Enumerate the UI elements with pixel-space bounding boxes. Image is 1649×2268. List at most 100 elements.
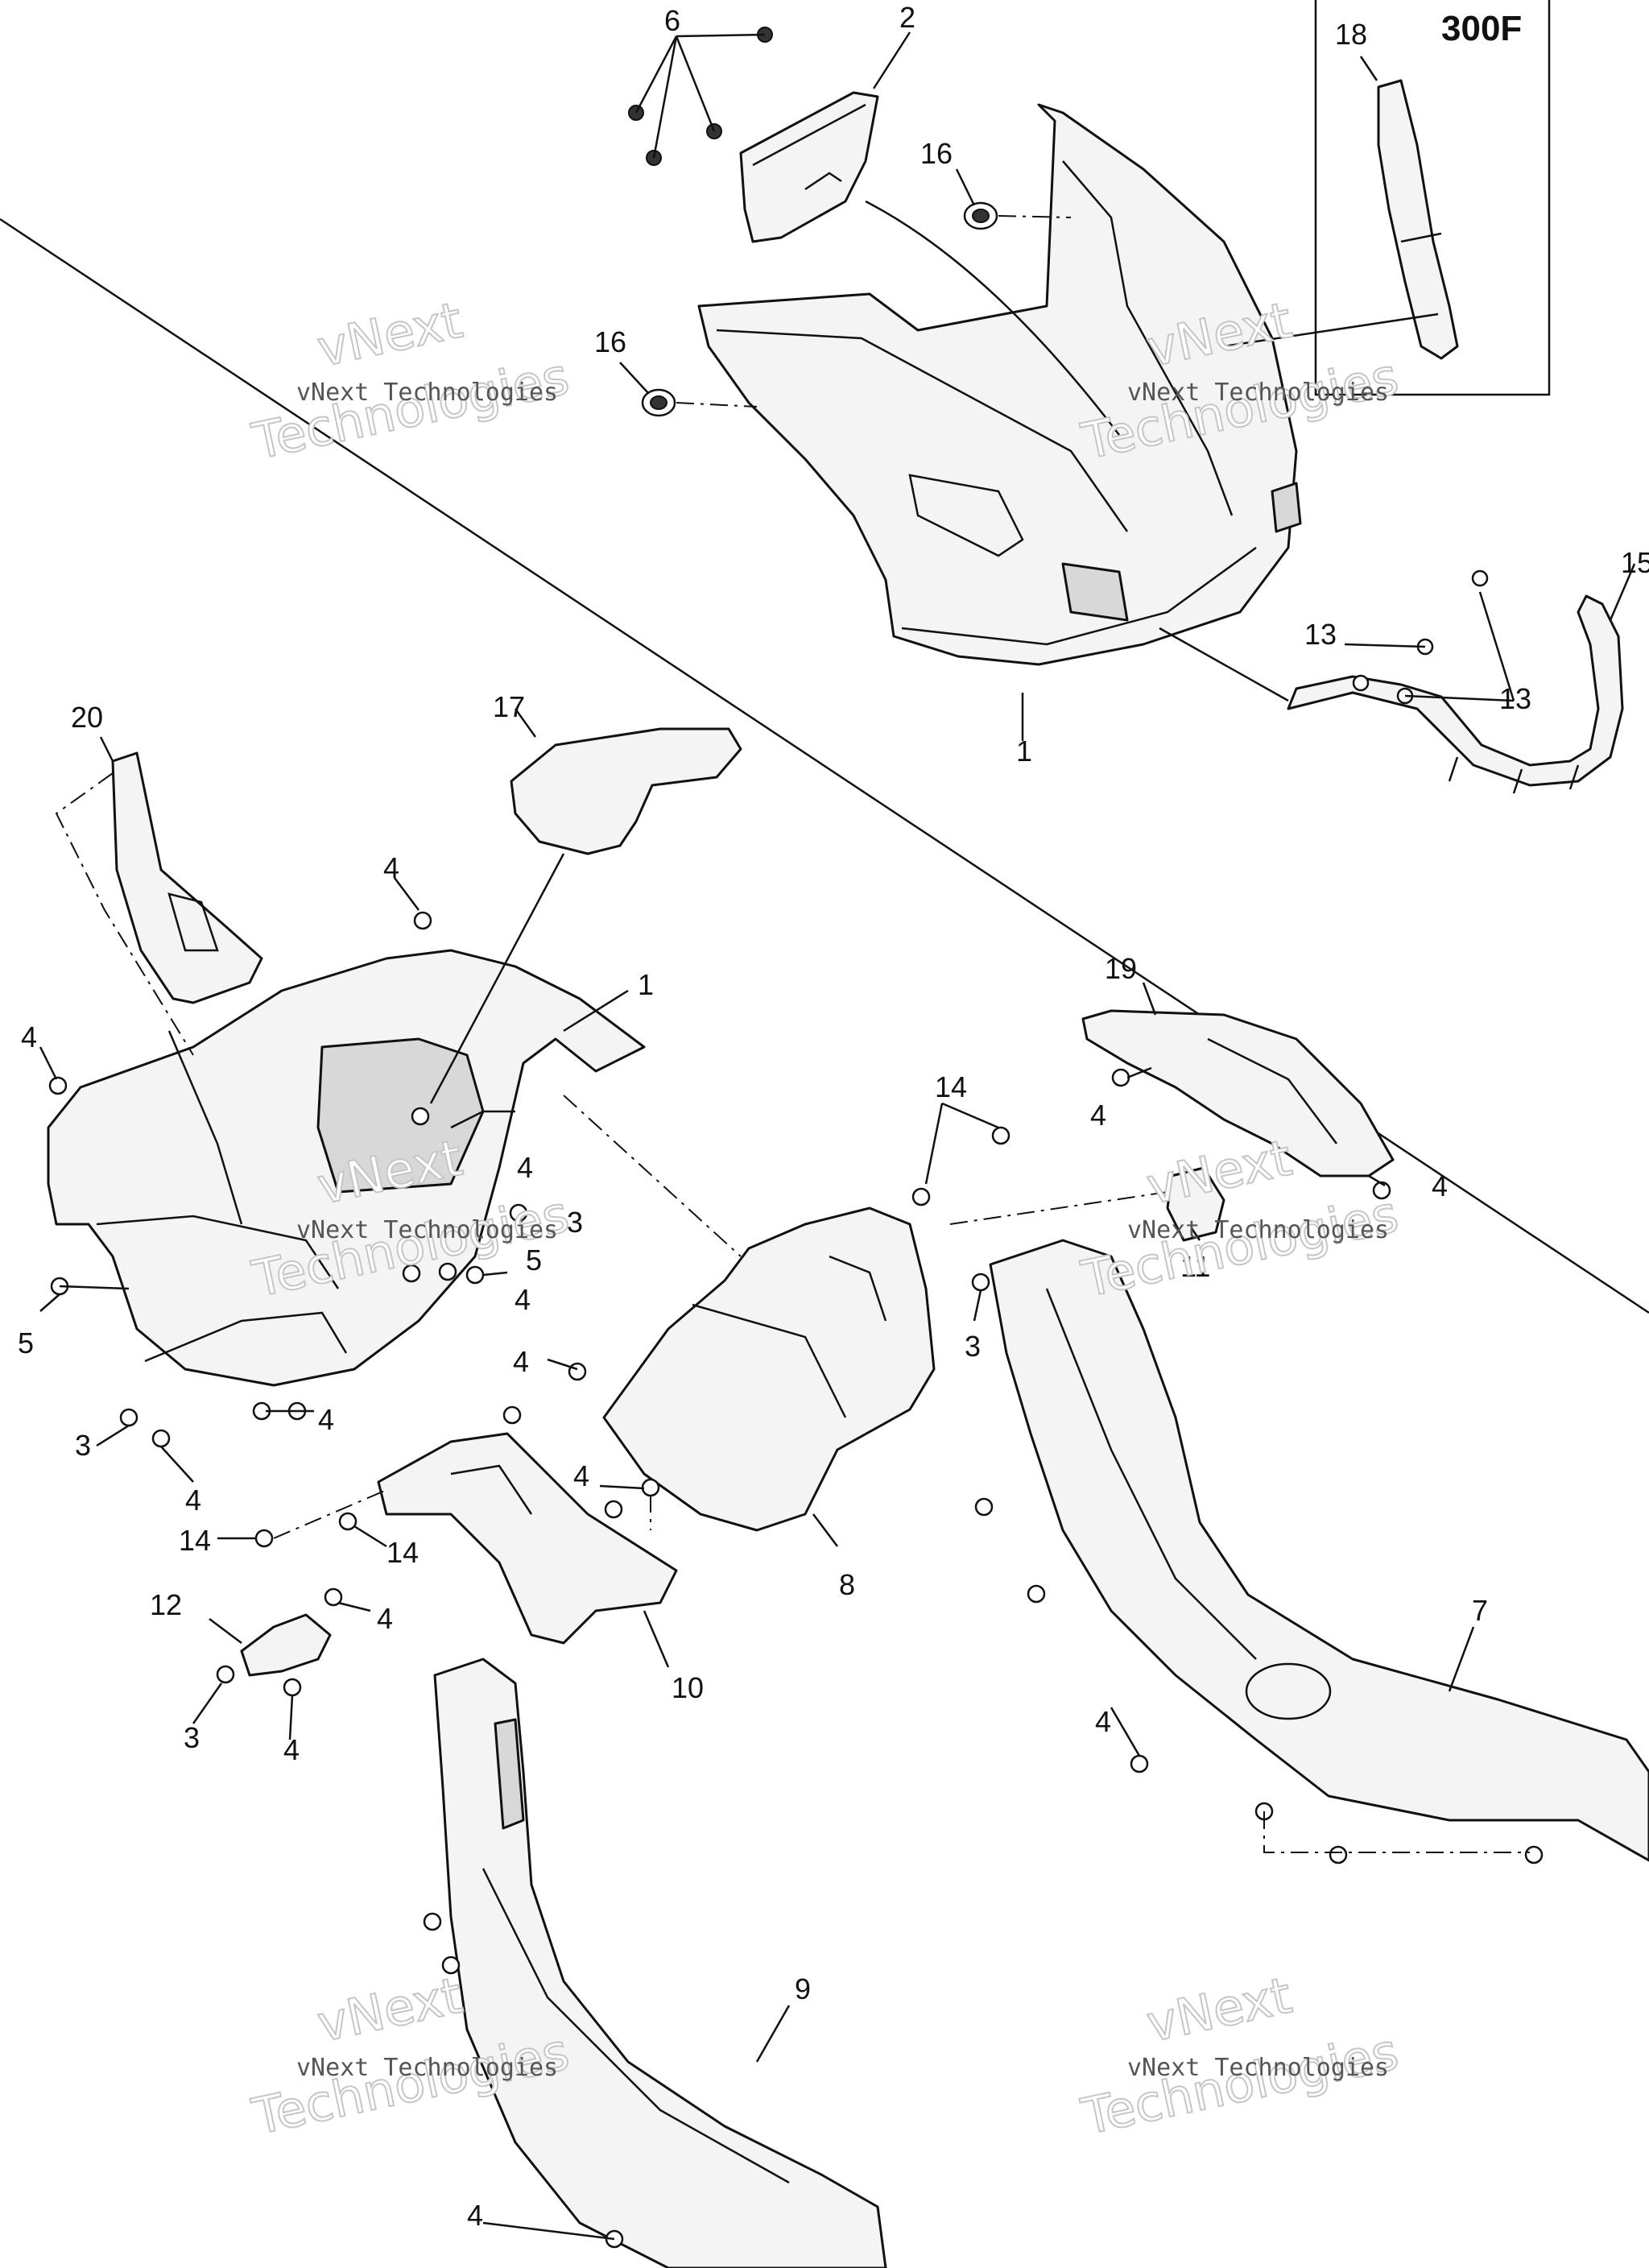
callout-4: 4 <box>1432 1169 1448 1202</box>
fastener-4 <box>411 1107 430 1126</box>
callout-4: 4 <box>383 851 399 884</box>
part-8-center-panel <box>602 1206 936 1532</box>
callout-13: 13 <box>1499 682 1531 715</box>
fastener-4 <box>509 1203 528 1223</box>
fasteners-group <box>48 27 1544 2249</box>
part-1-upper-console <box>697 103 1302 666</box>
part-20-bracket <box>111 751 263 1004</box>
svg-text:Technologies: Technologies <box>1077 2022 1403 2146</box>
callout-3: 3 <box>965 1330 981 1363</box>
callout-18: 18 <box>1335 18 1367 51</box>
fastener-4 <box>502 1405 522 1425</box>
callout-4: 4 <box>21 1020 37 1053</box>
fastener-4 <box>48 1076 68 1095</box>
model-inset: 300F <box>1314 0 1551 396</box>
callout-1: 1 <box>638 968 654 1001</box>
part-10-bracket <box>377 1432 678 1645</box>
watermark-top-left: vNext Technologies vNext Technologies <box>246 290 575 472</box>
callout-14: 14 <box>179 1524 211 1557</box>
callout-9: 9 <box>795 1972 811 2005</box>
callout-16: 16 <box>920 137 953 170</box>
callout-4: 4 <box>467 2199 483 2232</box>
fastener-13 <box>1352 674 1370 692</box>
part-11-bracket <box>1166 1166 1225 1242</box>
callout-4: 4 <box>283 1733 300 1766</box>
callout-4: 4 <box>318 1403 334 1436</box>
callout-8: 8 <box>839 1568 855 1601</box>
callout-3: 3 <box>184 1721 200 1754</box>
fastener-4 <box>974 1497 994 1517</box>
leader-lines <box>39 31 1636 2241</box>
fastener-4 <box>423 1912 442 1931</box>
fastener-4 <box>151 1429 171 1448</box>
svg-text:vNext: vNext <box>312 291 467 379</box>
callout-17: 17 <box>493 690 525 723</box>
fastener-4 <box>1027 1584 1046 1604</box>
fastener-3 <box>216 1665 235 1684</box>
callout-6: 6 <box>664 4 680 37</box>
svg-text:Technologies: Technologies <box>247 346 574 470</box>
svg-text:vNext: vNext <box>312 1966 467 2054</box>
fastener-4 <box>324 1587 343 1607</box>
fastener-4 <box>1372 1181 1391 1200</box>
callout-1: 1 <box>1016 735 1032 768</box>
fastener-4 <box>1111 1068 1130 1087</box>
fastener-4 <box>568 1362 587 1381</box>
callout-5: 5 <box>526 1244 542 1277</box>
callout-14: 14 <box>386 1536 419 1569</box>
svg-text:vNext Technologies: vNext Technologies <box>1127 379 1389 407</box>
callout-14: 14 <box>935 1070 967 1103</box>
callout-4: 4 <box>377 1602 393 1635</box>
part-17-pad <box>510 727 742 855</box>
watermark-bottom-right: vNext Technologies vNext Technologies <box>1076 1965 1404 2147</box>
callout-4: 4 <box>1095 1705 1111 1738</box>
fastener-4 <box>413 911 432 930</box>
fastener-3 <box>119 1408 138 1427</box>
callout-19: 19 <box>1105 952 1137 985</box>
model-label: 300F <box>1441 9 1522 48</box>
fastener-4 <box>604 1500 623 1519</box>
svg-text:Technologies: Technologies <box>1077 1184 1403 1308</box>
fastener-14 <box>338 1512 357 1531</box>
callout-10: 10 <box>672 1671 704 1704</box>
svg-text:vNext: vNext <box>1142 1966 1296 2054</box>
fastener-14 <box>991 1126 1010 1145</box>
fastener-4 <box>465 1265 485 1285</box>
callout-12: 12 <box>150 1588 182 1621</box>
fastener-14 <box>911 1187 931 1206</box>
callout-16: 16 <box>594 325 626 358</box>
callout-4: 4 <box>515 1283 531 1316</box>
fastener-4 <box>438 1262 457 1281</box>
fastener-4 <box>1329 1845 1348 1864</box>
svg-text:vNext Technologies: vNext Technologies <box>1127 2054 1389 2082</box>
callout-3: 3 <box>75 1429 91 1462</box>
svg-text:vNext Technologies: vNext Technologies <box>1127 1216 1389 1244</box>
part-12-plate <box>240 1613 332 1677</box>
callout-4: 4 <box>513 1345 529 1378</box>
fastener-4 <box>1130 1754 1149 1773</box>
svg-text:vNext Technologies: vNext Technologies <box>296 1216 558 1244</box>
callout-7: 7 <box>1472 1594 1488 1627</box>
fastener-4 <box>441 1956 461 1975</box>
part-1-lower-body <box>47 949 646 1387</box>
part-15-grab-bar <box>1287 594 1624 794</box>
fastener-4 <box>1524 1845 1544 1864</box>
svg-text:vNext Technologies: vNext Technologies <box>296 2054 558 2082</box>
callout-4: 4 <box>517 1151 533 1184</box>
fastener-3 <box>971 1273 990 1292</box>
callout-11: 11 <box>1180 1250 1210 1283</box>
callout-3: 3 <box>567 1206 583 1239</box>
callout-20: 20 <box>71 701 103 734</box>
svg-text:vNext Technologies: vNext Technologies <box>296 379 558 407</box>
callout-15: 15 <box>1621 546 1649 579</box>
part-16-grommet-upper <box>963 201 998 230</box>
callout-4: 4 <box>185 1484 201 1517</box>
callout-5: 5 <box>18 1326 34 1360</box>
callout-labels: 6 2 16 16 18 15 13 13 1 20 17 4 1 4 4 3 … <box>18 1 1649 2232</box>
callout-4: 4 <box>1090 1099 1106 1132</box>
fastener-4 <box>283 1678 302 1697</box>
part-9-lower-panel <box>433 1658 887 2268</box>
part-7-lower-panel <box>989 1239 1649 1862</box>
fastener-14 <box>254 1529 274 1548</box>
